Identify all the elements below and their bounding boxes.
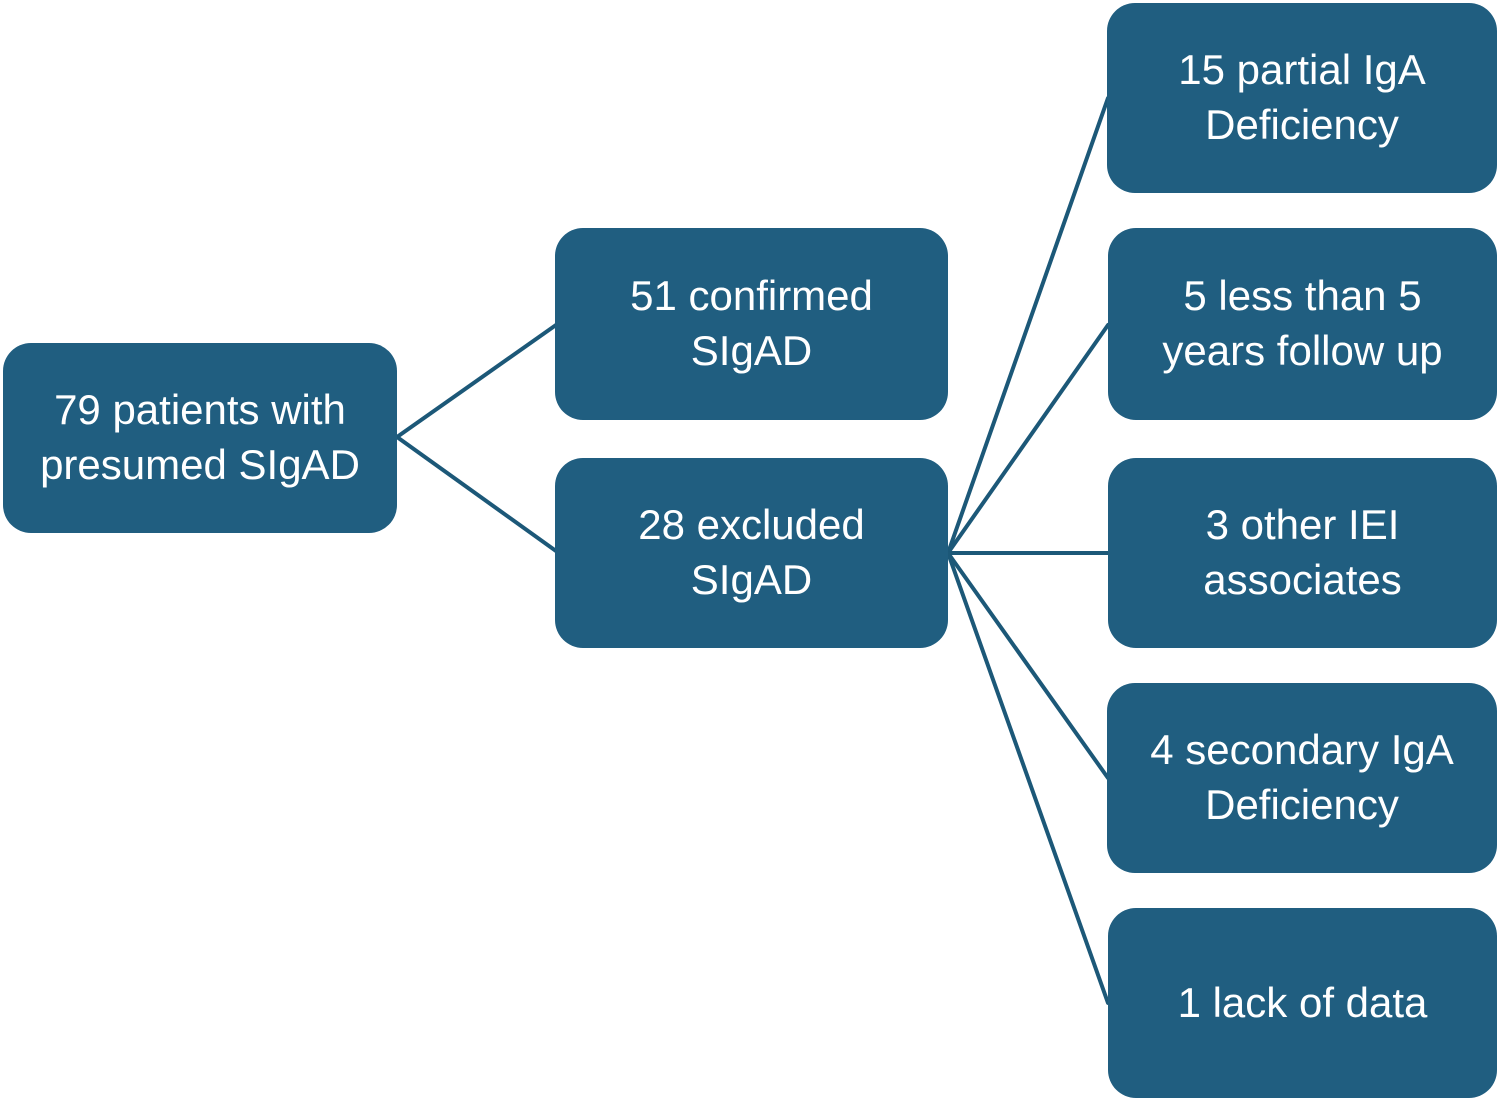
node-lack-of-data: 1 lack of data — [1108, 908, 1497, 1098]
node-lack-of-data-label: 1 lack of data — [1177, 978, 1428, 1026]
node-partial-iga-deficiency: 15 partial IgA Deficiency — [1107, 3, 1497, 193]
connector-excluded-followup — [946, 323, 1110, 555]
node-other-iei-associates: 3 other IEI associates — [1108, 458, 1497, 648]
node-presumed-sigad-label: 79 patients with presumed SIgAD — [40, 386, 360, 488]
node-secondary-iga-deficiency: 4 secondary IgA Deficiency — [1107, 683, 1497, 873]
node-presumed-sigad: 79 patients with presumed SIgAD — [3, 343, 397, 533]
connector-root-confirmed — [395, 323, 558, 439]
connector-excluded-partial — [946, 96, 1110, 555]
node-excluded-sigad-label: 28 excluded SIgAD — [638, 501, 865, 603]
node-excluded-sigad: 28 excluded SIgAD — [555, 458, 948, 648]
node-less-than-5-years-follow-up: 5 less than 5 years follow up — [1108, 228, 1497, 420]
connector-excluded-lack — [946, 551, 1110, 1005]
node-partial-iga-deficiency-label: 15 partial IgA Deficiency — [1178, 46, 1426, 148]
connector-root-excluded — [395, 435, 558, 553]
node-secondary-iga-deficiency-label: 4 secondary IgA Deficiency — [1150, 726, 1454, 828]
node-confirmed-sigad: 51 confirmed SIgAD — [555, 228, 948, 420]
node-less-than-5-years-follow-up-label: 5 less than 5 years follow up — [1162, 272, 1443, 374]
node-confirmed-sigad-label: 51 confirmed SIgAD — [630, 272, 873, 374]
node-other-iei-associates-label: 3 other IEI associates — [1203, 501, 1402, 603]
connector-excluded-secondary — [946, 551, 1110, 780]
